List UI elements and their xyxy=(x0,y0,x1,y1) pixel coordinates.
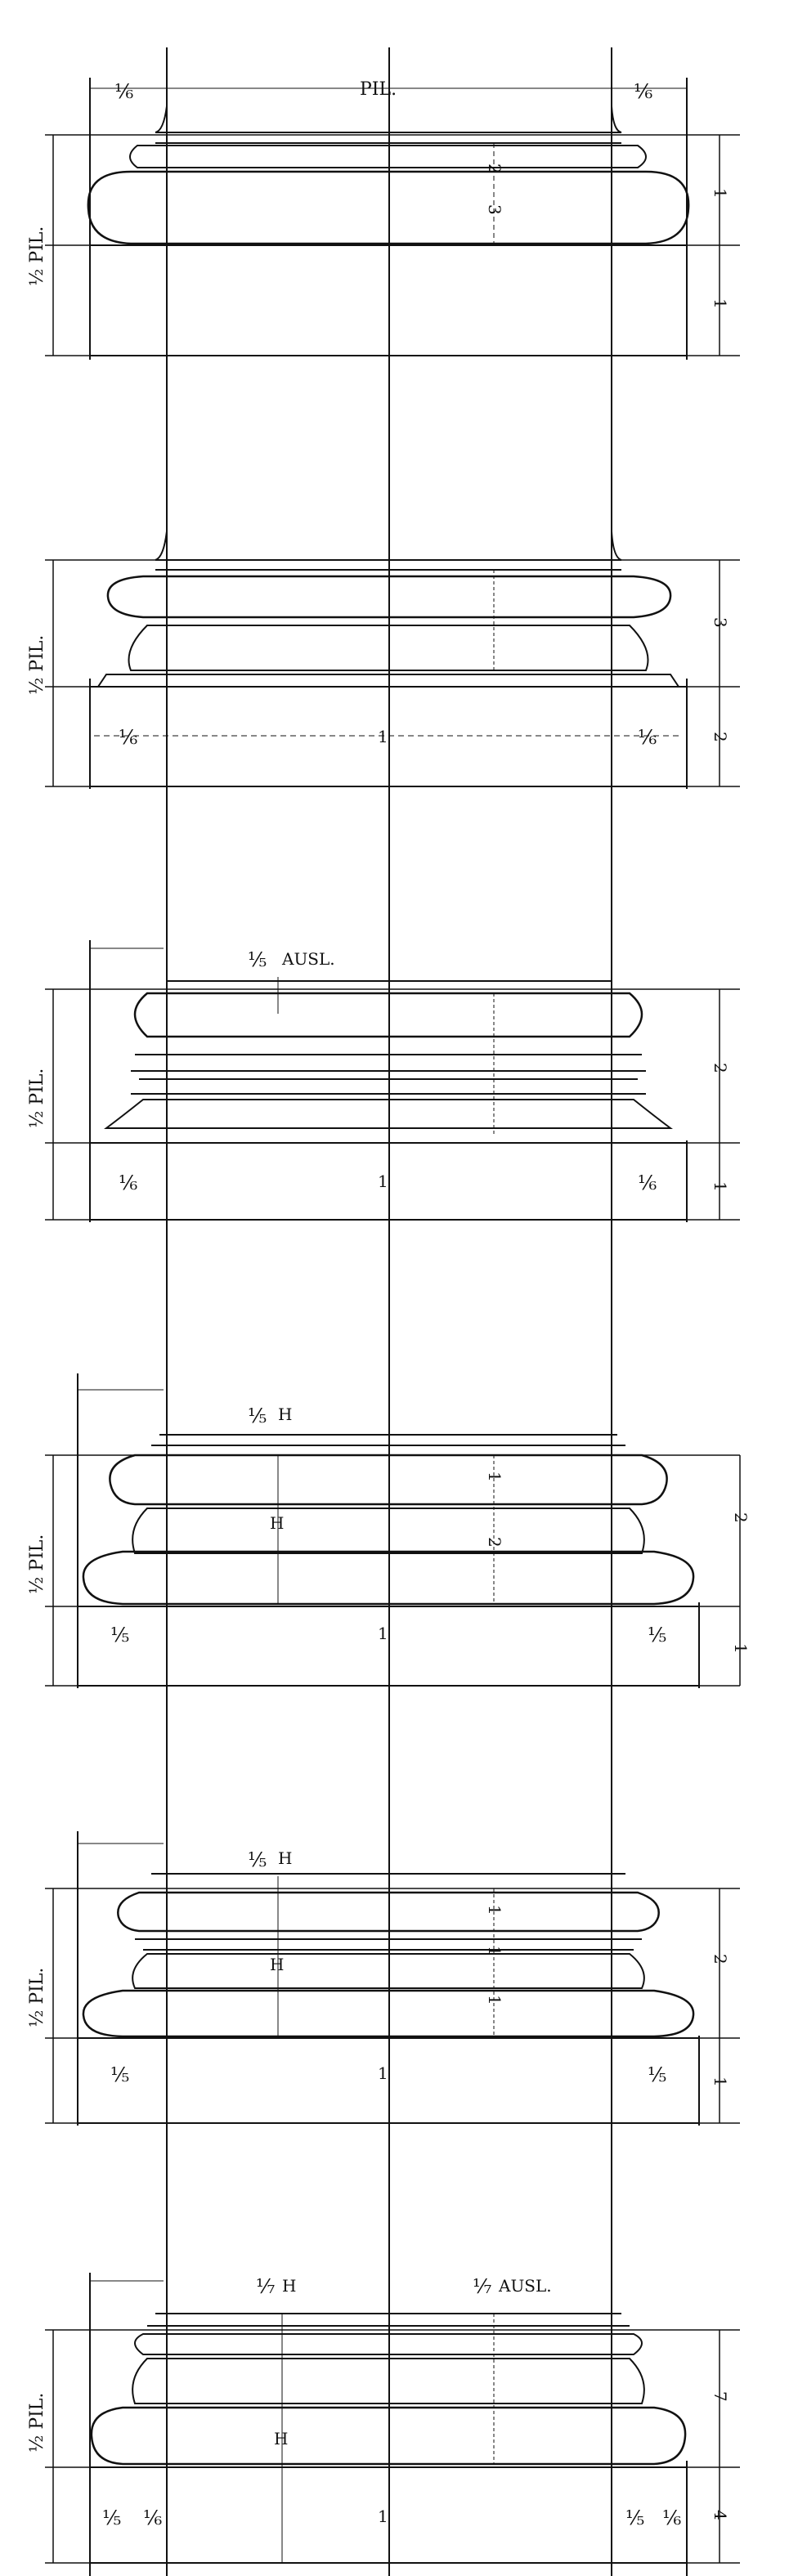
base-panel-1 xyxy=(45,78,740,360)
frac-label-6d: ⅙ xyxy=(143,2507,162,2529)
dim-1b-label-1: 1 xyxy=(711,298,730,309)
half-pil-label-3: ½ PIL. xyxy=(27,1068,47,1128)
dim-1-label-4c: 1 xyxy=(731,1643,751,1654)
frac-label-2b: ⅙ xyxy=(638,726,657,749)
base-panel-3 xyxy=(45,940,740,1222)
base-panel-6 xyxy=(45,2273,740,2576)
dim-2-label-3: 2 xyxy=(711,1063,730,1073)
frac-label-4a: ⅕ xyxy=(110,1624,129,1646)
dim-7-label-6: 7 xyxy=(711,2391,730,2402)
dim-2-label-4b: 2 xyxy=(731,1512,751,1523)
h-label-4b: H xyxy=(270,1513,284,1533)
dim-2-label-2: 2 xyxy=(711,732,730,742)
dim-1-label-3: 1 xyxy=(378,1172,388,1191)
frac-label-3: ⅕ xyxy=(248,948,267,971)
h-label-6b: H xyxy=(274,2429,288,2448)
dim-4-label-6: 4 xyxy=(711,2510,730,2520)
dim-1-label-3b: 1 xyxy=(711,1181,730,1192)
h-label-5b: H xyxy=(270,1955,284,1974)
frac-label-3b: ⅙ xyxy=(638,1172,657,1194)
dim-1-label-5c: 1 xyxy=(485,1995,504,2005)
frac-label-5a: ⅕ xyxy=(110,2063,129,2086)
frac-label-3a: ⅙ xyxy=(119,1172,137,1194)
half-pil-label-4: ½ PIL. xyxy=(27,1534,47,1594)
dim-1-label-4a: 1 xyxy=(485,1472,504,1482)
frac-label-6b: ⅐ xyxy=(473,2275,491,2298)
dim-3-label-1: 3 xyxy=(485,204,504,215)
base-panel-5 xyxy=(45,1831,740,2126)
pil-label-1: PIL. xyxy=(360,79,397,100)
dim-1-label-2: 1 xyxy=(378,727,388,746)
dim-1-label-5e: 1 xyxy=(711,2076,730,2087)
frac-label-4b: ⅕ xyxy=(648,1624,666,1646)
frac-label-1a: ⅙ xyxy=(114,80,133,103)
h-label-5a: H xyxy=(278,1848,292,1868)
ausl-label-6: AUSL. xyxy=(498,2276,552,2296)
base-panel-2 xyxy=(45,531,740,789)
frac-label-6a: ⅐ xyxy=(256,2275,275,2298)
dim-2-label-1: 2 xyxy=(485,164,504,174)
frac-label-6f: ⅙ xyxy=(662,2507,681,2529)
dim-1a-label-1: 1 xyxy=(711,188,730,199)
dim-3-label-2: 3 xyxy=(711,617,730,628)
h-label-4a: H xyxy=(278,1404,292,1424)
half-pil-label-5: ½ PIL. xyxy=(27,1968,47,2027)
dim-2-label-5: 2 xyxy=(711,1954,730,1964)
dim-1-label-5b: 1 xyxy=(485,1946,504,1956)
frac-label-5b: ⅕ xyxy=(648,2063,666,2086)
dim-2-label-4a: 2 xyxy=(485,1537,504,1548)
base-panel-4 xyxy=(45,1373,741,1688)
half-pil-label-1: ½ PIL. xyxy=(27,226,47,286)
half-pil-label-6: ½ PIL. xyxy=(27,2393,47,2453)
frac-label-2a: ⅙ xyxy=(119,726,137,749)
frac-label-6e: ⅕ xyxy=(625,2507,644,2529)
frac-label-6c: ⅕ xyxy=(102,2507,121,2529)
dim-1-label-5a: 1 xyxy=(485,1905,504,1915)
dim-1-label-6: 1 xyxy=(378,2507,388,2526)
frac-label-4: ⅕ xyxy=(248,1404,267,1427)
dim-1-label-5d: 1 xyxy=(378,2063,388,2083)
h-label-6a: H xyxy=(282,2276,296,2296)
half-pil-label-2: ½ PIL. xyxy=(27,635,47,695)
frac-label-5: ⅕ xyxy=(248,1848,267,1871)
ausl-label-3: AUSL. xyxy=(281,949,335,969)
frac-label-1b: ⅙ xyxy=(634,80,652,103)
dim-1-label-4: 1 xyxy=(378,1624,388,1643)
